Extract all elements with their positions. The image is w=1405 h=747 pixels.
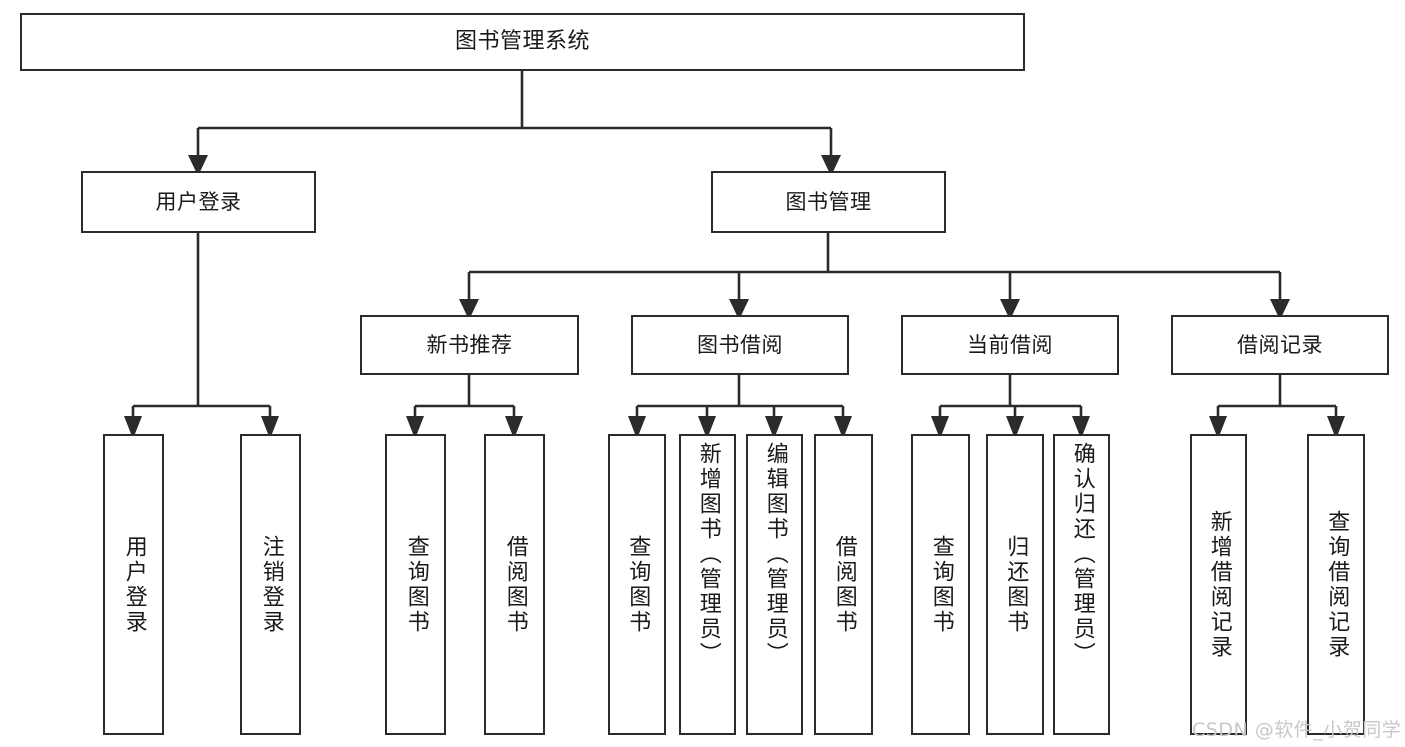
node-label: 借阅图书 (831, 534, 857, 635)
node-label: 新增图书（管理员） (695, 442, 721, 667)
node-new-book-recommend[interactable]: 新书推荐 (360, 315, 579, 375)
node-label: 新书推荐 (426, 332, 513, 357)
node-label: 当前借阅 (967, 332, 1053, 357)
node-root-system[interactable]: 图书管理系统 (20, 13, 1025, 71)
node-current-borrow[interactable]: 当前借阅 (901, 315, 1119, 375)
leaf-query-borrow-record[interactable]: 查询借阅记录 (1307, 434, 1365, 735)
leaf-query-books-recommend[interactable]: 查询图书 (385, 434, 446, 735)
node-label: 查询图书 (403, 534, 429, 635)
node-label: 用户登录 (155, 189, 242, 214)
leaf-borrow-books-recommend[interactable]: 借阅图书 (484, 434, 545, 735)
node-label: 图书管理系统 (454, 29, 590, 55)
leaf-return-books[interactable]: 归还图书 (986, 434, 1044, 735)
node-book-borrow[interactable]: 图书借阅 (631, 315, 849, 375)
leaf-user-login[interactable]: 用户登录 (103, 434, 164, 735)
node-label: 确认归还（管理员） (1069, 442, 1095, 667)
node-user-login[interactable]: 用户登录 (81, 171, 316, 233)
node-label: 新增借阅记录 (1206, 509, 1232, 660)
leaf-add-borrow-record[interactable]: 新增借阅记录 (1190, 434, 1247, 735)
node-borrow-records[interactable]: 借阅记录 (1171, 315, 1389, 375)
node-label: 借阅记录 (1237, 332, 1323, 357)
node-label: 图书管理 (785, 189, 872, 214)
node-book-management[interactable]: 图书管理 (711, 171, 946, 233)
node-label: 用户登录 (121, 534, 147, 635)
node-label: 归还图书 (1003, 534, 1029, 635)
leaf-query-books-borrow[interactable]: 查询图书 (608, 434, 666, 735)
node-label: 编辑图书（管理员） (762, 442, 788, 667)
node-label: 查询借阅记录 (1324, 509, 1350, 660)
node-label: 查询图书 (928, 534, 954, 635)
leaf-logout[interactable]: 注销登录 (240, 434, 301, 735)
leaf-borrow-books[interactable]: 借阅图书 (814, 434, 873, 735)
watermark: CSDN @软件_小贺同学 (1192, 719, 1402, 741)
leaf-query-books-current[interactable]: 查询图书 (911, 434, 970, 735)
node-label: 查询图书 (625, 534, 651, 635)
leaf-add-book-admin[interactable]: 新增图书（管理员） (679, 434, 736, 735)
node-label: 借阅图书 (502, 534, 528, 635)
node-label: 注销登录 (258, 534, 284, 635)
node-label: 图书借阅 (697, 332, 783, 357)
arrowheads (124, 155, 1345, 439)
leaf-edit-book-admin[interactable]: 编辑图书（管理员） (746, 434, 803, 735)
leaf-confirm-return-admin[interactable]: 确认归还（管理员） (1053, 434, 1110, 735)
